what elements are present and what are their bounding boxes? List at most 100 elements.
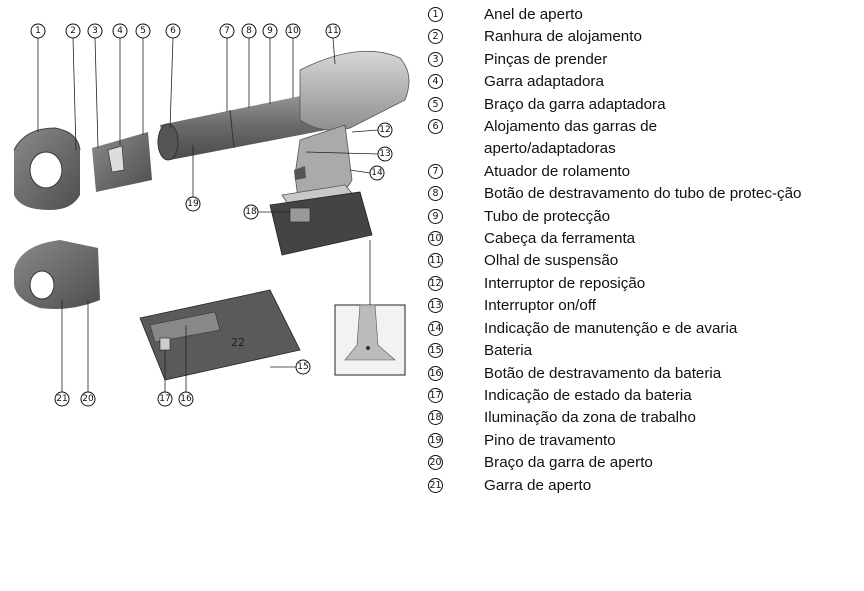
press-ring: [13, 127, 81, 210]
legend-item: 19 Pino de travamento: [428, 430, 858, 452]
svg-text:12: 12: [379, 125, 390, 135]
legend-number: 17: [428, 387, 443, 403]
callout-3: 3: [87, 23, 103, 39]
legend-label: Garra adaptadora: [484, 73, 604, 91]
svg-text:17: 17: [159, 394, 170, 404]
legend-label: Pinças de prender: [484, 50, 608, 68]
callout-4: 4: [112, 23, 128, 39]
battery-mount: [269, 191, 373, 256]
callout-11: 11: [325, 23, 341, 39]
legend-number: 2: [428, 29, 443, 45]
legend-label: Atuador de rolamento: [484, 162, 631, 180]
callout-2: 2: [65, 23, 81, 39]
svg-text:16: 16: [180, 394, 192, 404]
callout-7: 7: [219, 23, 235, 39]
legend-label: Alojamento das garras de aperto/adaptado…: [484, 118, 658, 158]
callout-12: 12: [377, 122, 393, 138]
legend-number: 7: [428, 163, 443, 179]
legend-item: 6 Alojamento das garras de aperto/adaptad…: [428, 116, 784, 161]
press-jaw: [14, 240, 100, 309]
legend-number: 19: [428, 432, 443, 448]
svg-text:6: 6: [170, 26, 176, 36]
callout-18: 18: [243, 204, 259, 220]
legend-label: Interruptor de reposição: [484, 274, 646, 292]
callout-8: 8: [241, 23, 257, 39]
legend-item: 3 Pinças de prender: [428, 49, 858, 71]
legend-number: 10: [428, 231, 443, 247]
legend-item: 13 Interruptor on/off: [428, 295, 858, 317]
callout-19: 19: [185, 196, 201, 212]
battery-marking: 22: [231, 336, 245, 349]
callout-16: 16: [178, 391, 194, 407]
callout-9: 9: [262, 23, 278, 39]
legend-item: 1 Anel de aperto: [428, 4, 858, 26]
svg-text:5: 5: [140, 26, 146, 36]
svg-text:3: 3: [92, 26, 98, 36]
legend-number: 15: [428, 343, 443, 359]
legend-item: 5 Braço da garra adaptadora: [428, 94, 858, 116]
callout-14: 14: [369, 165, 385, 181]
legend-label: Cabeça da ferramenta: [484, 230, 636, 248]
legend-label: Tubo de protecção: [484, 207, 611, 225]
parts-legend: 1 Anel de aperto 2 Ranhura de alojamento 3…: [428, 4, 858, 497]
legend-label: Pino de travamento: [484, 431, 616, 449]
legend-label: Anel de aperto: [484, 6, 583, 23]
legend-number: 20: [428, 455, 443, 471]
legend-number: 14: [428, 320, 443, 336]
legend-item: 10 Cabeça da ferramenta: [428, 228, 858, 250]
legend-item: 4 Garra adaptadora: [428, 71, 858, 93]
svg-text:1: 1: [35, 26, 41, 36]
callout-21: 21: [54, 391, 70, 407]
tool-tube: [157, 92, 326, 161]
tool-illustration: 22 1 2 3 4 5 6 7 8 9 10 11: [13, 23, 410, 407]
legend-number: 3: [428, 51, 443, 67]
legend-label: Ranhura de alojamento: [484, 28, 642, 46]
callout-5: 5: [135, 23, 151, 39]
svg-text:13: 13: [379, 149, 390, 159]
callout-13: 13: [377, 146, 393, 162]
legend-item: 11 Olhal de suspensão: [428, 250, 858, 272]
legend-number: 11: [428, 253, 443, 269]
svg-text:11: 11: [327, 26, 338, 36]
adapter-jaw: [92, 132, 152, 192]
callout-17: 17: [157, 391, 173, 407]
legend-number: 16: [428, 365, 443, 381]
legend-label: Iluminação da zona de trabalho: [484, 409, 696, 427]
legend-number: 1: [428, 7, 443, 22]
legend-number: 13: [428, 298, 443, 314]
svg-text:19: 19: [187, 199, 199, 209]
legend-label: Olhal de suspensão: [484, 252, 619, 270]
legend-number: 5: [428, 96, 443, 112]
legend-item: 15 Bateria: [428, 340, 858, 362]
svg-text:10: 10: [287, 26, 299, 36]
legend-item: 2 Ranhura de alojamento: [428, 26, 858, 48]
legend-label: Garra de aperto: [484, 476, 592, 494]
legend-number: 4: [428, 74, 443, 90]
svg-text:20: 20: [82, 394, 94, 404]
callout-15: 15: [295, 359, 311, 375]
battery: 22: [139, 289, 301, 381]
callout-1: 1: [30, 23, 46, 39]
svg-text:7: 7: [224, 26, 230, 36]
legend-label: Bateria: [484, 342, 533, 360]
legend-label: Braço da garra de aperto: [484, 454, 653, 472]
legend-label: Interruptor on/off: [484, 297, 597, 315]
legend-number: 21: [428, 477, 443, 493]
legend-label: Braço da garra adaptadora: [484, 95, 666, 113]
callout-6: 6: [165, 23, 181, 39]
callout-10: 10: [285, 23, 301, 39]
legend-number: 8: [428, 186, 443, 202]
callout-20: 20: [80, 391, 96, 407]
svg-text:18: 18: [245, 207, 257, 217]
svg-text:21: 21: [56, 394, 67, 404]
legend-item: 7 Atuador de rolamento: [428, 161, 858, 183]
detail-inset: [334, 240, 406, 376]
legend-number: 6: [428, 119, 443, 135]
